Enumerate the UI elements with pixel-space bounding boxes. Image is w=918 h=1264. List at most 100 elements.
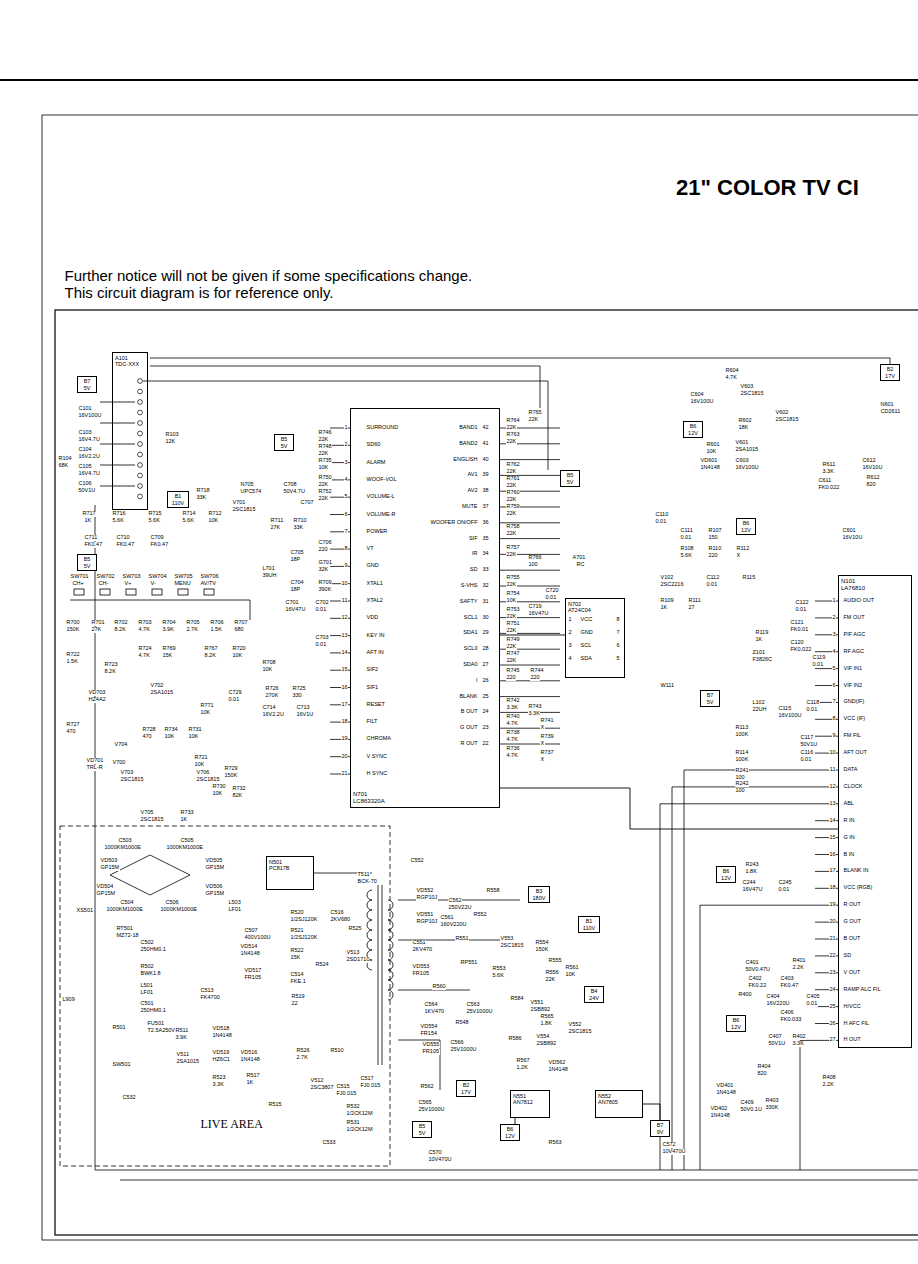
pin-number: 42 [482, 425, 489, 431]
node-name: B4 [591, 988, 598, 994]
connector-pin [138, 410, 143, 415]
part-label: C572 [662, 1142, 676, 1148]
node-subtext: 24V [589, 995, 599, 1001]
connector-pin [138, 463, 143, 468]
pin-number: 14 [341, 650, 348, 656]
part-label: R524 [315, 962, 329, 968]
part-label: 150K [535, 947, 549, 953]
node-name: B6 [690, 423, 697, 429]
part-label: C719 [528, 604, 542, 610]
part-label: 2SC3807 [310, 1085, 334, 1091]
part-label: CD2611 [880, 409, 901, 415]
part-label: C105 [78, 464, 92, 470]
part-label: Z101 [752, 650, 766, 656]
part-label: 0.01 [315, 607, 327, 613]
part-label: R771 [200, 703, 214, 709]
connector-pin [138, 452, 143, 457]
part-label: R611 [822, 462, 836, 468]
connector-pin [138, 400, 143, 405]
part-label: R601 [706, 442, 720, 448]
connector-pin [138, 494, 143, 499]
part-label: VD554 [420, 1024, 438, 1030]
part-label: V102 [660, 575, 674, 581]
node-subtext: AN7805 [598, 1099, 618, 1105]
part-label: C601 [842, 528, 856, 534]
wire [330, 428, 350, 774]
part-label: SW704 [148, 574, 167, 580]
part-label: C506 [165, 900, 179, 906]
node-name: B5 [567, 472, 574, 478]
part-label: V703 [120, 770, 134, 776]
supply-box: B612V [736, 518, 756, 535]
connector-wire [643, 1104, 660, 1120]
pin-number: 21 [829, 936, 836, 942]
part-label: 8.2K [204, 653, 216, 659]
pin-number: 9 [832, 733, 836, 739]
part-label: FK0.01 [790, 627, 809, 633]
part-label: C245 [778, 880, 792, 886]
part-label: C111 [680, 528, 693, 534]
part-label: R767 [204, 646, 218, 652]
part-label: 16V47U [285, 607, 306, 613]
part-label: L701 [262, 566, 275, 572]
part-label: 2SB892 [530, 1007, 551, 1013]
part-label: 2SC1815 [500, 943, 524, 949]
part-label: V705 [140, 810, 154, 816]
part-label: C121 [790, 620, 804, 626]
pin-number: 10 [341, 581, 348, 587]
part-label: 10V470U [428, 1157, 452, 1163]
pin-name: SD60 [366, 442, 381, 448]
part-label: 1N4148 [240, 1057, 260, 1063]
part-label: 22K [318, 482, 329, 488]
pin-name: WOOF-VOL [366, 477, 397, 483]
part-label: VD562 [548, 1060, 566, 1066]
part-label: V+ [124, 581, 132, 587]
pin-number: 22 [829, 953, 836, 959]
part-label: 0.01 [706, 582, 718, 588]
part-label: C604 [690, 392, 704, 398]
ic-box: N701LC863320A [350, 408, 500, 808]
part-label: SW706 [200, 574, 219, 580]
pin-number: 34 [482, 551, 489, 557]
part-label: C505 [180, 838, 194, 844]
node-name: B2 [887, 366, 894, 372]
part-label: C703 [315, 635, 329, 641]
pin-name: SAFTY [459, 599, 478, 605]
pin-name: GND [580, 630, 593, 636]
part-label: 27 [688, 605, 695, 611]
part-label: RGP10J [416, 919, 438, 925]
part-label: C729 [228, 690, 242, 696]
ic-box: N552AN7805 [595, 1090, 643, 1118]
part-label: C514 [290, 972, 304, 978]
part-label: R563 [548, 1140, 562, 1146]
part-label: 22K [506, 644, 517, 650]
part-label: L909 [62, 997, 75, 1003]
part-label: R739 [540, 734, 554, 740]
pin-name: XTAL1 [366, 581, 383, 587]
node-name: B6 [743, 520, 750, 526]
pin-name: AV2 [467, 488, 478, 494]
part-label: C110 [655, 512, 669, 518]
node-subtext: 12V [688, 430, 698, 436]
pin-name: H OUT [843, 1037, 861, 1043]
part-label: 10K [318, 465, 329, 471]
part-label: 2SC1815 [568, 1029, 592, 1035]
node-name: N501 [269, 859, 282, 865]
transformer-core [378, 885, 382, 1065]
switch-symbol [126, 589, 136, 595]
part-label: 4.7K [506, 737, 518, 743]
part-label: 16V4.7U [78, 471, 100, 477]
part-label: 330 [292, 693, 302, 699]
part-label: C504 [120, 900, 134, 906]
part-label: C115 [778, 706, 792, 712]
node-name: N702 [568, 601, 581, 607]
supply-box: B1110V [578, 916, 600, 933]
part-label: R728 [142, 727, 156, 733]
pin-name: B OUT [460, 709, 478, 715]
part-label: VD555 [422, 1042, 440, 1048]
part-label: 680 [234, 627, 244, 633]
pin-name: AFT OUT [843, 750, 867, 756]
part-label: R746 [318, 430, 332, 436]
part-label: C119 [812, 655, 826, 661]
supply-box: B55V [560, 470, 580, 487]
